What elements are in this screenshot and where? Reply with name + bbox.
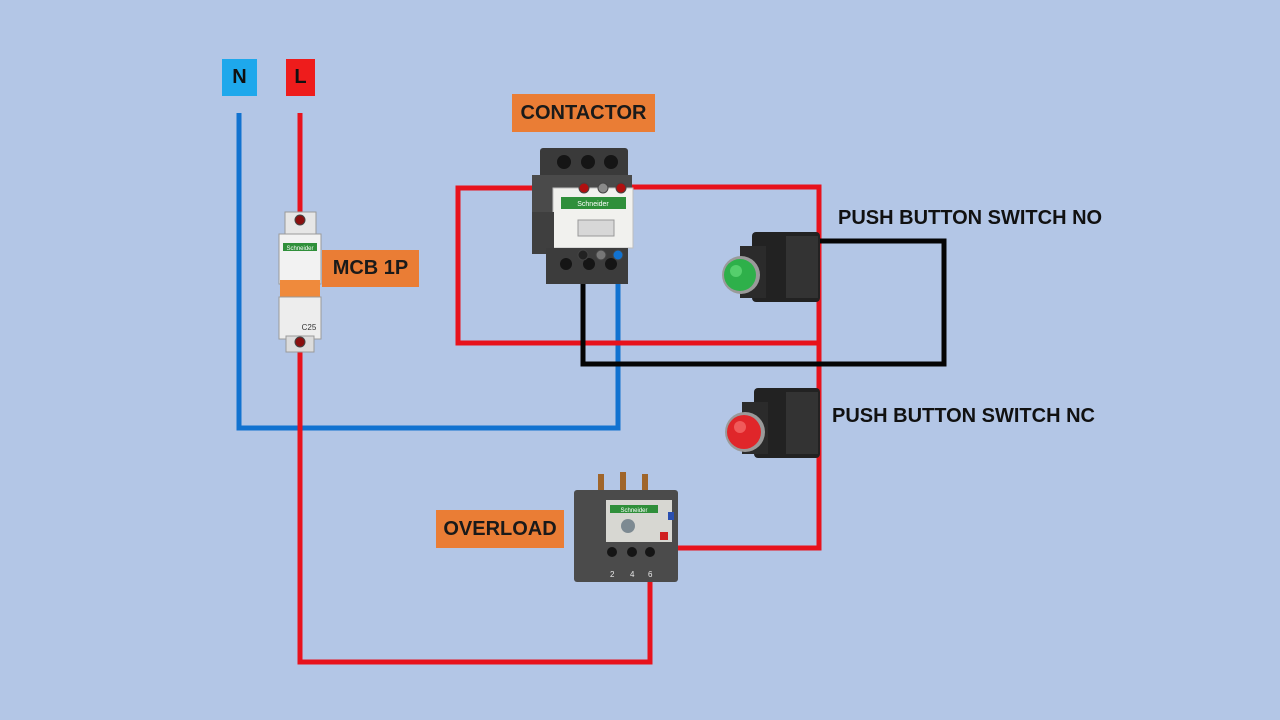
- overload-device: Schneider 2 4 6: [574, 472, 678, 582]
- live-wire-supply: [297, 113, 653, 665]
- live-wire-control: [455, 184, 822, 551]
- contactor-label: CONTACTOR: [512, 94, 655, 132]
- contactor-device: Schneider: [532, 148, 634, 284]
- overload-label: OVERLOAD: [436, 510, 564, 548]
- push-button-no-device: [722, 232, 820, 302]
- mcb-rating-text: C25: [302, 323, 317, 332]
- mcb-breaker: Schneider C25: [278, 211, 322, 353]
- push-button-no-label: PUSH BUTTON SWITCH NO: [838, 207, 1103, 229]
- overload-terminal-4: 4: [630, 570, 635, 579]
- mcb-label: MCB 1P: [322, 250, 419, 287]
- control-wire: [580, 238, 947, 367]
- overload-brand-text: Schneider: [620, 508, 647, 514]
- mcb-brand-text: Schneider: [286, 246, 313, 252]
- neutral-tag: N: [222, 59, 257, 96]
- contactor-brand-text: Schneider: [577, 201, 609, 208]
- overload-terminal-6: 6: [648, 570, 653, 579]
- overload-terminal-2: 2: [610, 570, 615, 579]
- push-button-nc-label: PUSH BUTTON SWITCH NC: [832, 405, 1095, 427]
- push-button-nc-device: [725, 388, 820, 458]
- line-tag: L: [286, 59, 315, 96]
